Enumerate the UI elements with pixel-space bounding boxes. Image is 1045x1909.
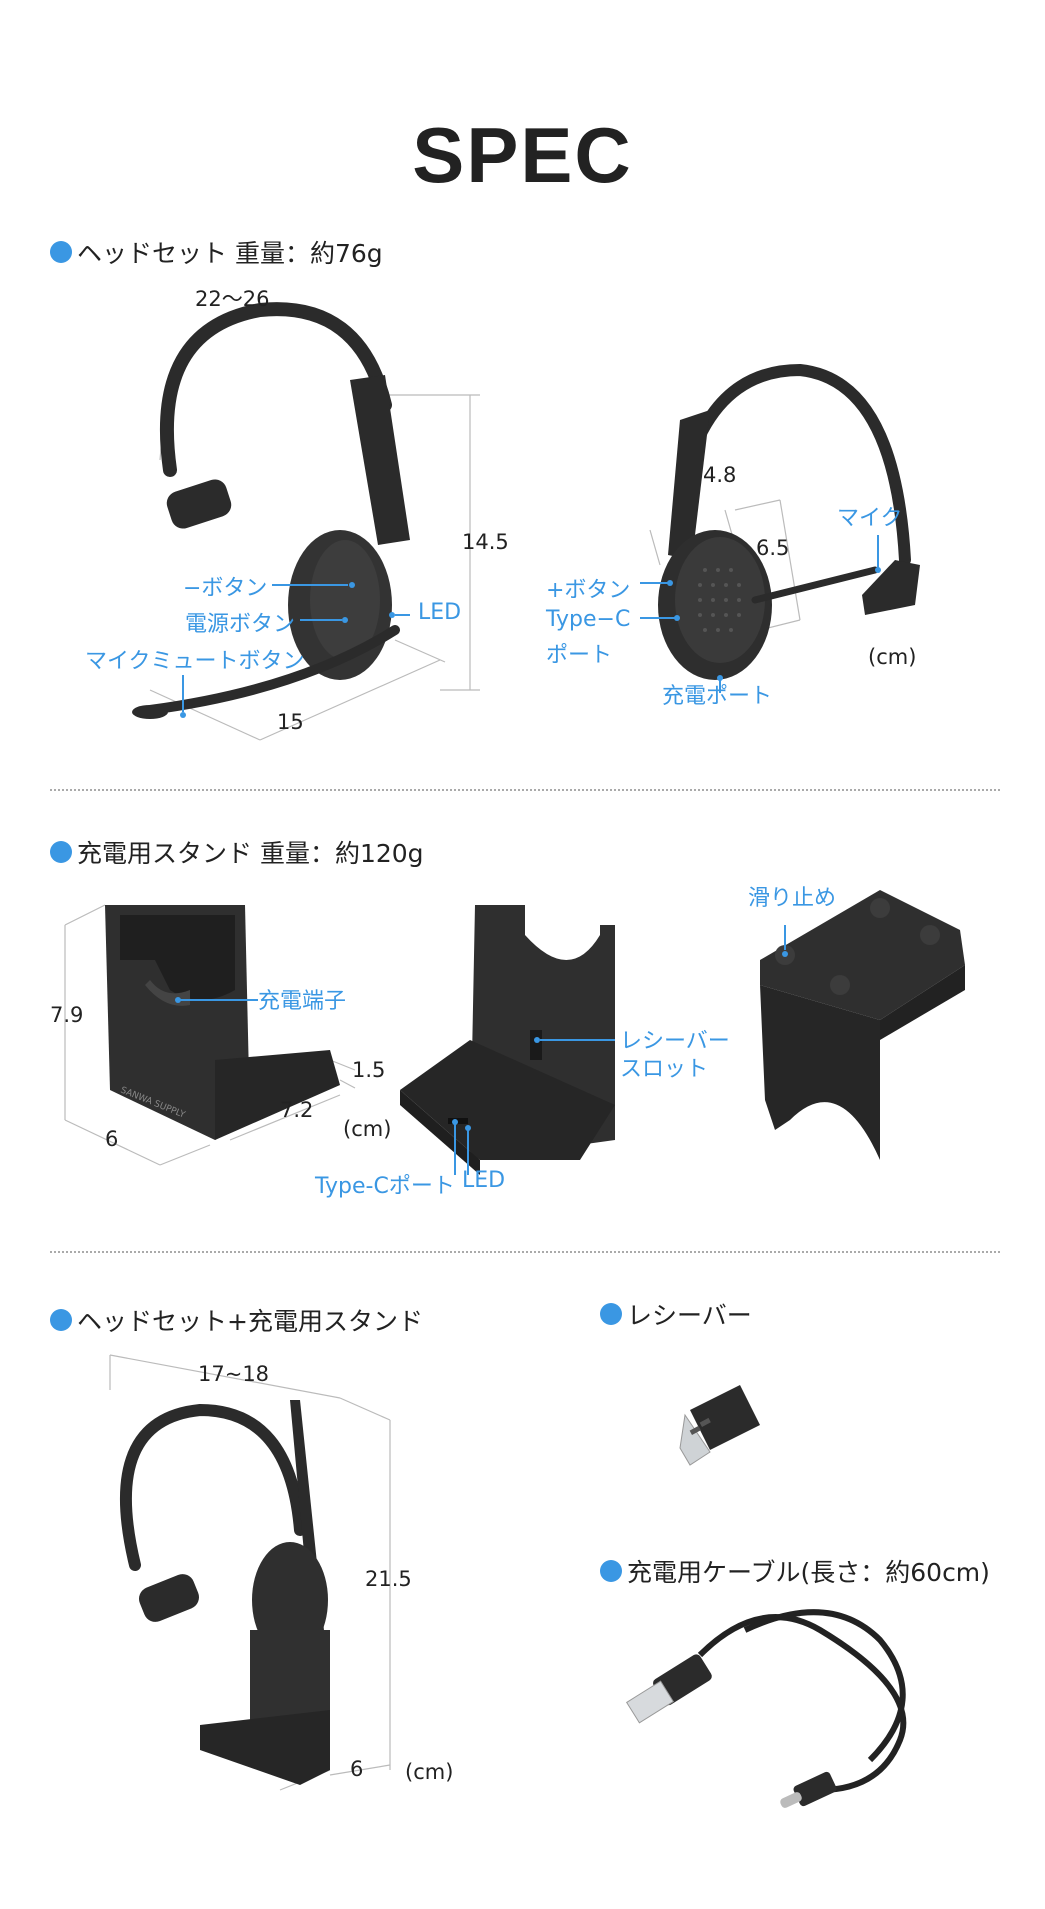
label-receiver-slot-line2: スロット bbox=[620, 1057, 709, 1082]
label-plus-button: +ボタン bbox=[546, 578, 631, 603]
cable-heading-text: 充電用ケーブル(長さ：約60cm) bbox=[627, 1558, 990, 1587]
stand-depth-dimension: 7.2 bbox=[280, 1098, 314, 1122]
label-non-slip: 滑り止め bbox=[748, 886, 837, 911]
page-title: SPEC bbox=[412, 111, 633, 199]
stand-base-dimension: 1.5 bbox=[352, 1058, 386, 1082]
combo-illustration bbox=[119, 1400, 330, 1785]
label-mic: マイク bbox=[837, 506, 903, 531]
label-charge-terminal: 充電端子 bbox=[258, 989, 347, 1014]
label-stand-led: LED bbox=[462, 1168, 506, 1193]
stand-front-dimension-lines bbox=[64, 904, 356, 1166]
headset-thickness-dimension: 4.8 bbox=[703, 463, 737, 487]
label-type-c-port: Type-Cポート bbox=[315, 1174, 455, 1199]
combo-width-dimension: 17~18 bbox=[198, 1362, 270, 1386]
section-divider bbox=[50, 789, 1000, 791]
stand-width-dimension: 6 bbox=[105, 1127, 119, 1151]
label-mic-mute-button: マイクミュートボタン bbox=[85, 649, 305, 674]
stand-front-callout bbox=[175, 997, 258, 1003]
stand-front-illustration: SANWA SUPPLY bbox=[105, 905, 340, 1140]
stand-heading: 充電用スタンド 重量：約120g bbox=[50, 834, 424, 870]
label-led: LED bbox=[418, 600, 462, 625]
combo-depth-dimension: 6 bbox=[350, 1757, 364, 1781]
bullet-dot-icon bbox=[600, 1560, 622, 1582]
receiver-heading: レシーバー bbox=[600, 1296, 752, 1332]
label-type-c-line1: Type−C bbox=[546, 607, 631, 632]
headset-mic-dimension: 15 bbox=[277, 710, 304, 734]
bullet-dot-icon bbox=[50, 1309, 72, 1331]
stand-back-illustration bbox=[400, 905, 615, 1175]
headset-left-callout-lines bbox=[182, 584, 410, 712]
cable-illustration bbox=[625, 1609, 907, 1808]
bullet-dot-icon bbox=[50, 841, 72, 863]
receiver-heading-text: レシーバー bbox=[627, 1301, 752, 1330]
label-minus-button: −ボタン bbox=[183, 576, 268, 601]
bullet-dot-icon bbox=[50, 241, 72, 263]
headset-height-dimension: 14.5 bbox=[462, 530, 509, 554]
cable-heading: 充電用ケーブル(長さ：約60cm) bbox=[600, 1553, 990, 1589]
combo-heading-text: ヘッドセット+充電用スタンド bbox=[77, 1307, 423, 1336]
label-type-c-line2: ポート bbox=[546, 643, 613, 668]
stand-bottom-illustration bbox=[760, 890, 965, 1160]
headset-left-illustration bbox=[132, 302, 410, 719]
headset-heading-text: ヘッドセット 重量：約76g bbox=[77, 239, 383, 268]
stand-bottom-callout bbox=[782, 925, 788, 957]
combo-unit: (cm) bbox=[405, 1760, 454, 1784]
stand-height-dimension: 7.9 bbox=[50, 1003, 84, 1027]
stand-heading-text: 充電用スタンド 重量：約120g bbox=[77, 839, 424, 868]
label-charge-port: 充電ポート bbox=[662, 684, 773, 709]
stand-unit: (cm) bbox=[343, 1117, 392, 1141]
combo-height-dimension: 21.5 bbox=[365, 1567, 412, 1591]
stand-back-callouts bbox=[452, 1037, 615, 1175]
headset-heading: ヘッドセット 重量：約76g bbox=[50, 234, 383, 270]
bullet-dot-icon bbox=[600, 1303, 622, 1325]
receiver-illustration bbox=[679, 1385, 760, 1466]
headset-left-callout-dots bbox=[180, 582, 395, 718]
headset-right-illustration bbox=[658, 363, 920, 680]
headset-right-callout-dots bbox=[667, 567, 881, 681]
section-divider bbox=[50, 1251, 1000, 1253]
label-power-button: 電源ボタン bbox=[185, 612, 296, 637]
headset-right-callout-lines bbox=[640, 535, 879, 693]
headset-cup-dimension: 6.5 bbox=[756, 536, 790, 560]
headset-unit: (cm) bbox=[868, 645, 917, 669]
combo-heading: ヘッドセット+充電用スタンド bbox=[50, 1302, 423, 1338]
headset-band-dimension: 22〜26 bbox=[195, 287, 270, 311]
label-receiver-slot-line1: レシーバー bbox=[620, 1029, 730, 1054]
